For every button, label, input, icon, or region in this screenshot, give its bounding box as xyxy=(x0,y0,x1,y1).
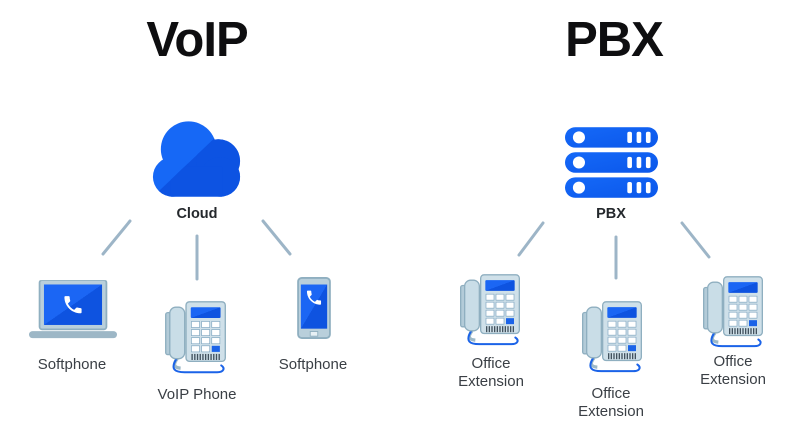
connector-cloud-laptop xyxy=(101,219,132,256)
office-extension-label-1: Office Extension xyxy=(458,355,524,391)
office-extension-label-3: Office Extension xyxy=(700,353,766,389)
pbx-hub-label: PBX xyxy=(596,206,626,222)
laptop-softphone-icon xyxy=(29,280,117,340)
voip-title: VoIP xyxy=(146,13,248,67)
pbx-title: PBX xyxy=(565,13,664,67)
voip-desk-phone-icon xyxy=(163,299,228,375)
voip-phone-label: VoIP Phone xyxy=(157,386,237,403)
connector-cloud-smartphone xyxy=(261,219,292,256)
connector-pbx-ext1 xyxy=(517,221,545,257)
cloud-icon xyxy=(145,119,248,201)
smartphone-softphone-icon xyxy=(297,277,331,339)
office-extension-label-2: Office Extension xyxy=(578,385,644,421)
cloud-label: Cloud xyxy=(176,206,218,222)
office-extension-phone-icon xyxy=(458,272,522,347)
connector-pbx-ext3 xyxy=(680,221,711,259)
office-extension-phone-icon xyxy=(701,274,765,349)
office-extension-phone-icon xyxy=(580,299,644,374)
softphone-laptop-label: Softphone xyxy=(37,356,107,373)
server-rack-icon xyxy=(565,127,658,198)
softphone-mobile-label: Softphone xyxy=(278,356,348,373)
